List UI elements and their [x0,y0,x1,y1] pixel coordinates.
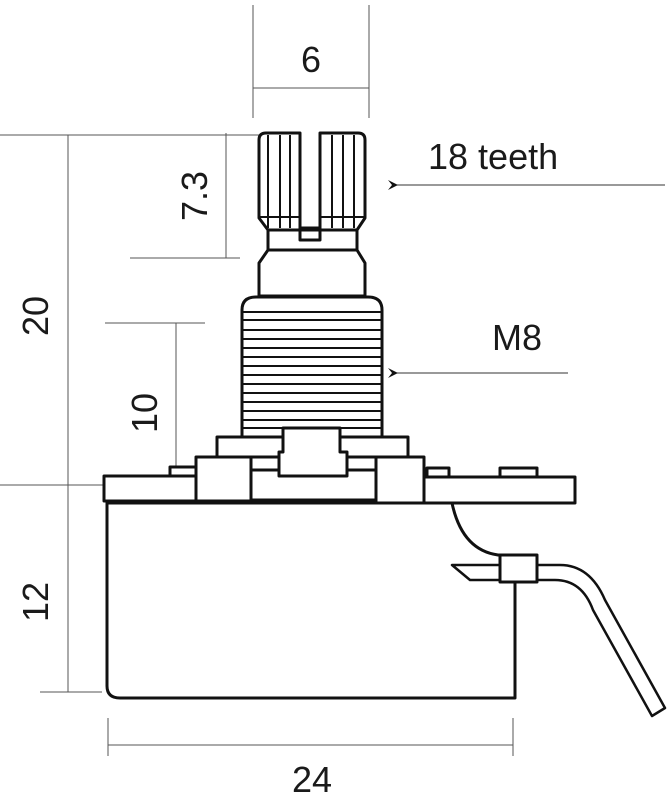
dim-total-shaft-height: 20 [15,296,56,336]
dim-thread-height: 10 [124,393,165,433]
dim-body-height: 12 [15,582,56,622]
dim-body-width: 24 [292,759,332,800]
dim-shaft-width: 6 [301,39,321,80]
dim-knurl-height: 7.3 [174,171,215,221]
callout-thread: M8 [492,317,542,358]
potentiometer-body [102,131,667,718]
knurl-lines [260,135,364,228]
thread-lines [243,311,381,429]
callout-teeth: 18 teeth [428,136,558,177]
